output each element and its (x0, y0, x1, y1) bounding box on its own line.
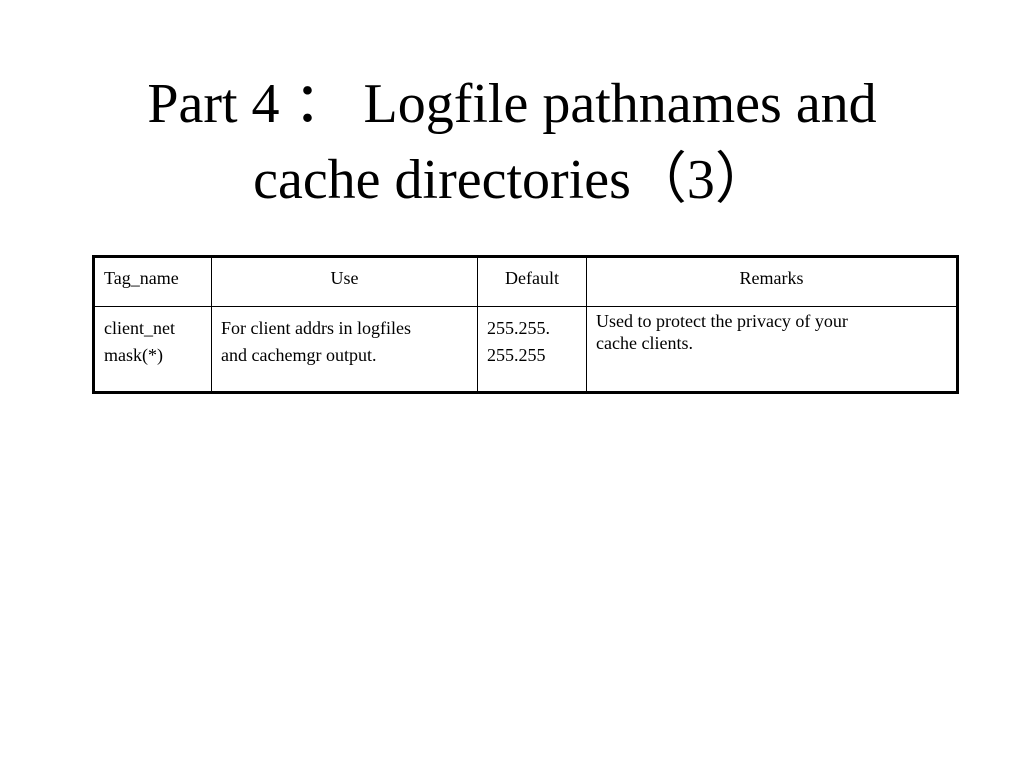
cell-default: 255.255. 255.255 (477, 306, 587, 393)
cell-default-line-2: 255.255 (487, 345, 546, 365)
column-header-use: Use (211, 256, 478, 307)
column-header-remarks: Remarks (586, 256, 958, 307)
cell-tag-name-line-2: mask(*) (104, 345, 163, 365)
cell-remarks: Used to protect the privacy of your cach… (586, 306, 958, 393)
cell-use-line-1: For client addrs in logfiles (221, 318, 411, 338)
table-row: client_net mask(*) For client addrs in l… (93, 306, 958, 393)
column-header-tag-name: Tag_name (93, 256, 212, 307)
cell-remarks-line-1: Used to protect the privacy of your (596, 311, 848, 331)
cell-default-line-1: 255.255. (487, 318, 550, 338)
slide-title: Part 4 ： Logfile pathnames and cache dir… (40, 66, 984, 218)
cell-use: For client addrs in logfiles and cachemg… (211, 306, 478, 393)
cell-tag-name-line-1: client_net (104, 318, 175, 338)
slide-title-line-2: cache directories（3） (253, 149, 771, 211)
slide-title-line-1: Part 4 ： Logfile pathnames and (147, 73, 877, 135)
cell-use-line-2: and cachemgr output. (221, 345, 377, 365)
config-table: Tag_name Use Default Remarks client_net … (92, 255, 959, 394)
cell-tag-name: client_net mask(*) (93, 306, 212, 393)
column-header-default: Default (477, 256, 587, 307)
cell-remarks-line-2: cache clients. (596, 333, 693, 353)
table-header-row: Tag_name Use Default Remarks (93, 256, 958, 307)
